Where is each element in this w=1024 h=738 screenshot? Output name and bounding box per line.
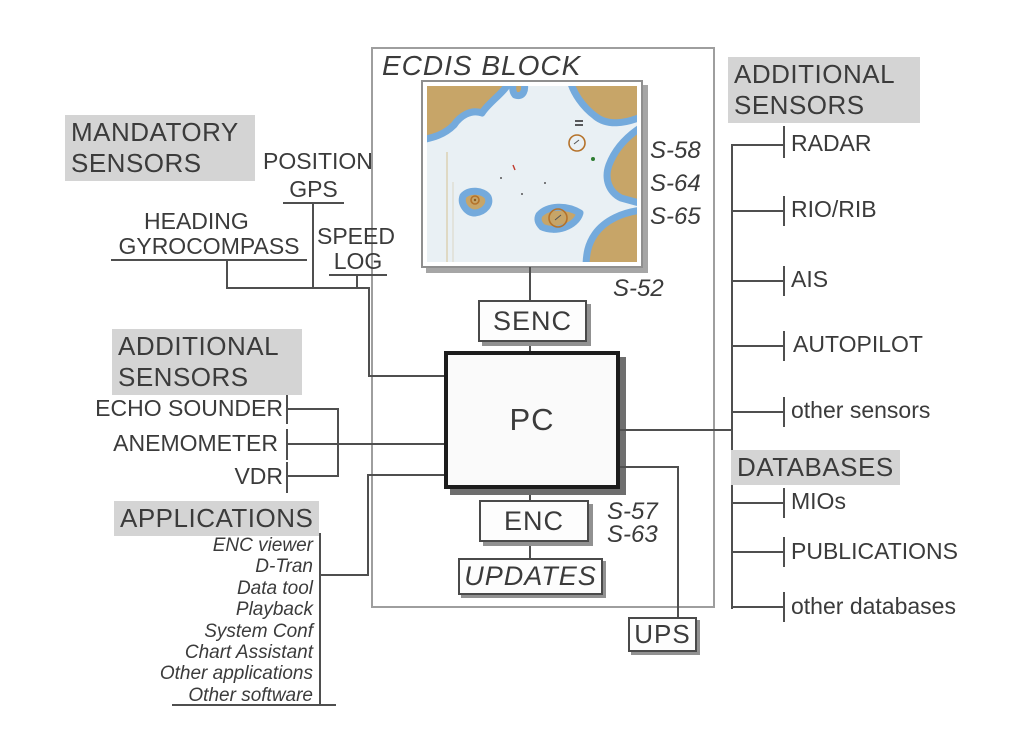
pc-label: PC <box>509 402 555 437</box>
line-mandatory-to-pc <box>368 375 444 377</box>
line-echo-sounder <box>287 408 339 410</box>
enc-label: ENC <box>503 505 564 536</box>
anemometer-label: ANEMOMETER <box>113 430 278 456</box>
application-item: Data tool <box>236 577 313 599</box>
line-enc-to-updates <box>529 542 531 558</box>
tick-vdr <box>286 462 288 493</box>
application-item: Chart Assistant <box>184 642 313 664</box>
line-branch-mios <box>733 502 783 504</box>
tick-rio-rib <box>783 196 785 226</box>
line-branch-other-sensors <box>733 411 783 413</box>
line-branch-ais <box>733 280 783 282</box>
standard-s65: S-65 <box>650 203 701 230</box>
line-applications-vertical <box>319 533 321 706</box>
line-right-bus <box>731 144 733 609</box>
line-left-sensor-bracket <box>337 408 339 477</box>
enc-box: ENC <box>479 500 589 542</box>
additional-sensors-left-header: ADDITIONAL SENSORS <box>112 329 302 395</box>
other-sensors-label: other sensors <box>791 397 931 423</box>
rio-rib-label: RIO/RIB <box>791 196 877 222</box>
tick-ais <box>783 266 785 296</box>
line-log-drop <box>356 275 358 289</box>
line-applications-corner-vertical <box>367 474 369 576</box>
line-branch-autopilot <box>733 345 783 347</box>
publications-label: PUBLICATIONS <box>791 538 958 564</box>
pc-box: PC <box>444 351 620 489</box>
applications-list: ENC viewer D-Tran Data tool Playback Sys… <box>60 535 313 706</box>
standard-s58: S-58 <box>650 137 701 164</box>
line-branch-other-databases <box>733 606 783 608</box>
databases-header: DATABASES <box>731 450 900 485</box>
mios-label: MIOs <box>791 488 846 514</box>
gps-label: GPS <box>283 177 344 204</box>
ecdis-block-title: ECDIS BLOCK <box>382 50 582 81</box>
heading-label: HEADING <box>144 208 249 234</box>
line-anemometer-to-pc <box>287 443 444 445</box>
standard-s63: S-63 <box>607 521 658 548</box>
line-pc-to-enc <box>529 489 531 500</box>
application-item: Playback <box>235 599 313 621</box>
line-vdr <box>287 475 339 477</box>
additional-sensors-right-header: ADDITIONAL SENSORS <box>728 57 920 123</box>
position-label: POSITION <box>263 148 373 174</box>
line-branch-publications <box>733 551 783 553</box>
application-item: System Conf <box>204 620 313 642</box>
chart-thumbnail-frame <box>417 76 647 272</box>
updates-box: UPDATES <box>458 558 603 595</box>
autopilot-label: AUTOPILOT <box>793 331 923 357</box>
standard-s57: S-57 <box>607 498 658 525</box>
line-branch-radar <box>733 144 783 146</box>
line-branch-rio-rib <box>733 210 783 212</box>
other-databases-label: other databases <box>791 593 956 619</box>
line-mandatory-bus-vertical <box>368 287 370 377</box>
tick-other-databases <box>783 592 785 622</box>
tick-other-sensors <box>783 397 785 427</box>
application-item: Other applications <box>159 663 313 685</box>
senc-label: SENC <box>492 305 572 336</box>
ups-box: UPS <box>628 617 697 652</box>
applications-header: APPLICATIONS <box>114 501 320 536</box>
application-item: D-Tran <box>255 556 313 578</box>
line-senc-to-pc <box>529 342 531 351</box>
line-chart-to-senc <box>529 267 531 300</box>
speed-label: SPEED <box>317 223 395 249</box>
standard-s52: S-52 <box>613 275 664 302</box>
line-pc-to-right-bus <box>620 429 733 431</box>
line-pc-to-ups-vertical <box>677 466 679 617</box>
ups-label: UPS <box>634 619 691 649</box>
radar-label: RADAR <box>791 130 872 156</box>
vdr-label: VDR <box>234 463 283 489</box>
application-item: ENC viewer <box>212 535 313 556</box>
log-label: LOG <box>329 249 387 276</box>
ecdis-block-outline <box>371 47 715 608</box>
line-applications-underline <box>172 704 336 706</box>
line-applications-connector <box>319 574 369 576</box>
line-gps-drop <box>312 203 314 289</box>
mandatory-sensors-header: MANDATORY SENSORS <box>65 115 255 181</box>
tick-mios <box>783 488 785 518</box>
tick-publications <box>783 537 785 567</box>
line-radar-drop <box>783 126 785 158</box>
line-applications-to-pc <box>367 474 444 476</box>
line-pc-to-ups-horizontal <box>620 466 679 468</box>
chart-symbols <box>470 120 595 228</box>
standard-s64: S-64 <box>650 170 701 197</box>
gyrocompass-label: GYROCOMPASS <box>111 234 307 261</box>
application-item: Other software <box>188 684 313 706</box>
line-mandatory-bus-horizontal <box>226 287 370 289</box>
ais-label: AIS <box>791 266 829 292</box>
chart-thumbnail <box>417 76 647 272</box>
tick-autopilot <box>783 331 785 361</box>
updates-label: UPDATES <box>464 561 597 591</box>
echo-sounder-label: ECHO SOUNDER <box>95 395 283 421</box>
senc-box: SENC <box>478 300 587 342</box>
line-gyrocompass-drop <box>226 261 228 289</box>
